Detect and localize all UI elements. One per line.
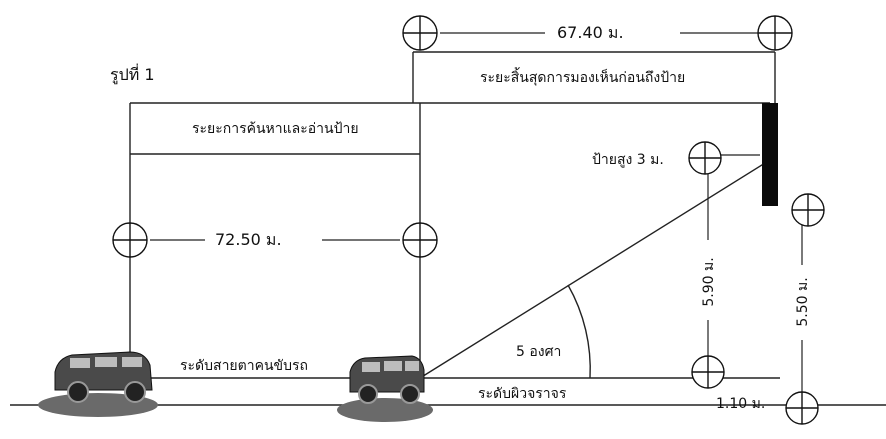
driver-eye-level-label: ระดับสายตาคนขับรถ — [180, 358, 308, 374]
stop-sight-distance-label: ระยะสิ้นสุดการมองเห็นก่อนถึงป้าย — [480, 67, 685, 86]
search-read-distance-label: ระยะการค้นหาและอ่านป้าย — [192, 121, 359, 137]
road-surface-level-label: ระดับผิวจราจร — [478, 386, 567, 402]
sign-height-label: ป้ายสูง 3 ม. — [592, 152, 664, 168]
figure-label: รูปที่ 1 — [110, 63, 155, 85]
circle-crosshair-icon — [112, 222, 148, 258]
circle-crosshair-icon — [691, 355, 725, 389]
circle-crosshair-icon — [757, 15, 793, 51]
height-110-label: 1.10 ม. — [716, 396, 765, 412]
angle-arc — [567, 284, 591, 379]
circle-crosshair-icon — [402, 15, 438, 51]
span-top-label: 67.40 ม. — [557, 23, 624, 42]
span-mid-label: 72.50 ม. — [215, 230, 282, 249]
vertical-550-label: 5.50 ม. — [795, 277, 811, 326]
circle-crosshair-icon — [791, 193, 825, 227]
sign-board — [762, 103, 778, 206]
circle-crosshair-icon — [402, 222, 438, 258]
sight-line — [419, 159, 771, 379]
circle-crosshair-icon — [785, 391, 819, 425]
car-icon — [337, 355, 433, 422]
circle-crosshair-icon — [688, 141, 722, 175]
vertical-590-label: 5.90 ม. — [701, 257, 717, 306]
car-icon — [38, 351, 158, 417]
angle-label: 5 องศา — [516, 344, 561, 360]
